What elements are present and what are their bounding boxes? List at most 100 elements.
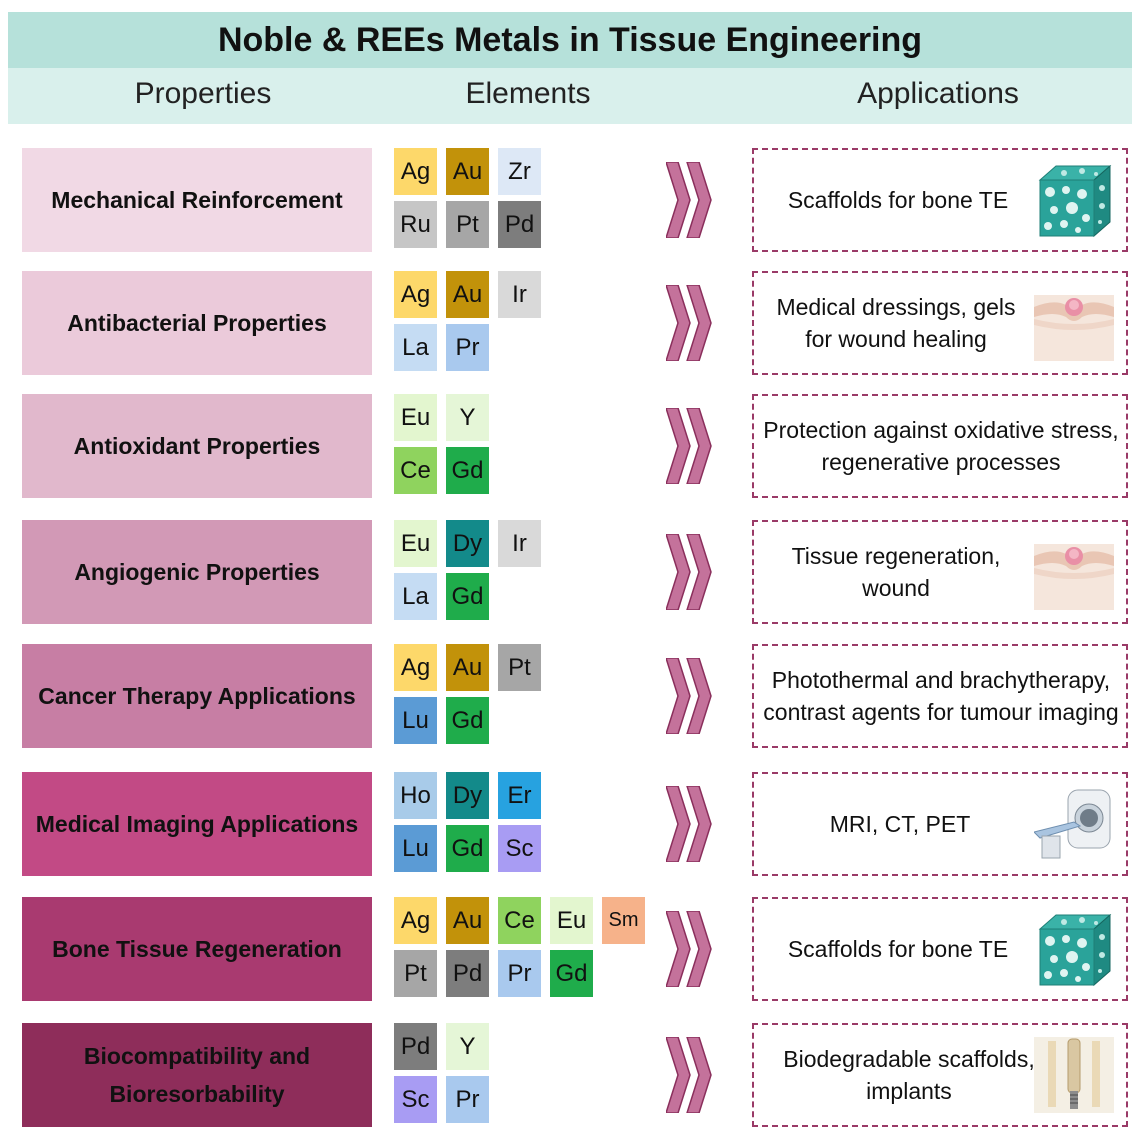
property-label: Biocompatibility and Bioresorbability [83,1043,311,1107]
element-tile-la: La [394,573,437,620]
double-chevron-icon [666,285,712,361]
double-chevron-icon [666,408,712,484]
ct-scanner-icon [1034,789,1111,859]
element-tile-ag: Ag [394,897,437,944]
element-tile-ag: Ag [394,644,437,691]
element-tile-au: Au [446,271,489,318]
application-box: Tissue regeneration, wound [752,520,1128,624]
property-label: Medical Imaging Applications [35,811,359,837]
element-tile-au: Au [446,148,489,195]
element-tile-au: Au [446,644,489,691]
element-tile-pr: Pr [498,950,541,997]
element-tile-ag: Ag [394,271,437,318]
element-tile-sm: Sm [602,897,645,944]
element-tile-pt: Pt [498,644,541,691]
element-tile-gd: Gd [446,447,489,494]
skin-wound-icon [1034,544,1114,610]
application-text: Protection against oxidative stress, reg… [763,417,1119,475]
element-tile-zr: Zr [498,148,541,195]
bone-scaffold-icon [1038,913,1112,987]
element-tile-lu: Lu [394,697,437,744]
header-properties: Properties [134,77,272,110]
diagram-title: Noble & REEs Metals in Tissue Engineerin… [217,20,923,59]
property-box: Antioxidant Properties [22,394,372,498]
element-tile-sc: Sc [498,825,541,872]
element-tile-ir: Ir [498,271,541,318]
element-tile-eu: Eu [550,897,593,944]
header-elements: Elements [465,77,591,110]
element-tile-eu: Eu [394,520,437,567]
element-tile-pt: Pt [394,950,437,997]
element-tile-lu: Lu [394,825,437,872]
element-tile-ce: Ce [498,897,541,944]
double-chevron-icon [666,1037,712,1113]
property-box: Angiogenic Properties [22,520,372,624]
element-tile-eu: Eu [394,394,437,441]
skin-wound-icon [1034,295,1114,361]
property-label: Bone Tissue Regeneration [52,936,342,962]
element-tile-dy: Dy [446,772,489,819]
application-box: MRI, CT, PET [752,772,1128,876]
column-header-bar: Properties Elements Applications [8,68,1132,124]
double-chevron-icon [666,658,712,734]
element-tile-ce: Ce [394,447,437,494]
element-tile-ag: Ag [394,148,437,195]
element-tile-ho: Ho [394,772,437,819]
property-box: Cancer Therapy Applications [22,644,372,748]
application-text: Scaffolds for bone TE [787,936,1009,962]
application-box: Scaffolds for bone TE [752,897,1128,1001]
element-tile-gd: Gd [446,573,489,620]
property-label: Cancer Therapy Applications [38,683,356,709]
element-tile-pd: Pd [498,201,541,248]
element-tile-y: Y [446,394,489,441]
element-tile-pr: Pr [446,324,489,371]
element-tile-pd: Pd [446,950,489,997]
bone-implant-icon [1034,1037,1114,1113]
element-tile-er: Er [498,772,541,819]
header-applications: Applications [857,77,1019,110]
title-bar: Noble & REEs Metals in Tissue Engineerin… [8,12,1132,68]
property-label: Antioxidant Properties [73,433,321,459]
element-tile-gd: Gd [446,697,489,744]
bone-scaffold-icon [1038,164,1112,238]
application-box: Protection against oxidative stress, reg… [752,394,1128,498]
element-tile-sc: Sc [394,1076,437,1123]
double-chevron-icon [666,162,712,238]
property-label: Antibacterial Properties [67,310,327,336]
property-box: Antibacterial Properties [22,271,372,375]
application-box: Photothermal and brachytherapy, contrast… [752,644,1128,748]
application-text: Scaffolds for bone TE [787,187,1009,213]
element-tile-pt: Pt [446,201,489,248]
property-box: Bone Tissue Regeneration [22,897,372,1001]
application-text: Photothermal and brachytherapy, contrast… [763,667,1119,725]
property-label: Mechanical Reinforcement [51,187,343,213]
application-box: Medical dressings, gels for wound healin… [752,271,1128,375]
element-tile-au: Au [446,897,489,944]
element-tile-pr: Pr [446,1076,489,1123]
application-text: Biodegradable scaffolds, implants [783,1046,1035,1104]
element-tile-ru: Ru [394,201,437,248]
property-box: Mechanical Reinforcement [22,148,372,252]
element-tile-y: Y [446,1023,489,1070]
application-text: Tissue regeneration, wound [791,543,1001,601]
property-box: Biocompatibility and Bioresorbability [22,1023,372,1127]
double-chevron-icon [666,911,712,987]
element-tile-gd: Gd [446,825,489,872]
property-box: Medical Imaging Applications [22,772,372,876]
application-box: Scaffolds for bone TE [752,148,1128,252]
element-tile-gd: Gd [550,950,593,997]
element-tile-dy: Dy [446,520,489,567]
application-text: MRI, CT, PET [829,811,971,837]
property-label: Angiogenic Properties [74,559,320,585]
element-tile-pd: Pd [394,1023,437,1070]
application-box: Biodegradable scaffolds, implants [752,1023,1128,1127]
element-tile-la: La [394,324,437,371]
